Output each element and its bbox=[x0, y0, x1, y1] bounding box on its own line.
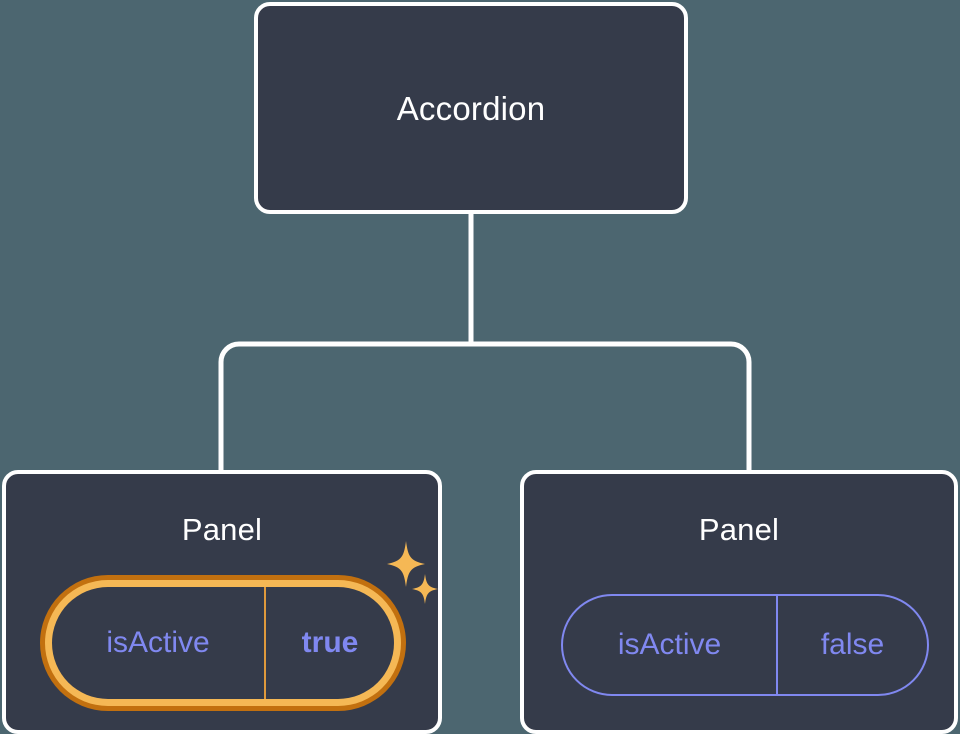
prop-pill-isactive-true[interactable]: isActive true bbox=[40, 575, 406, 711]
node-accordion-title: Accordion bbox=[396, 89, 546, 127]
prop-key-label: isActive bbox=[52, 587, 266, 699]
sparkle-icon-small bbox=[412, 574, 438, 604]
prop-pill-highlight-ring: isActive true bbox=[45, 580, 401, 706]
node-panel-active[interactable]: Panel isActive true bbox=[2, 470, 442, 734]
node-panel-inactive-title: Panel bbox=[698, 512, 780, 547]
sparkle-icon bbox=[387, 541, 425, 587]
node-accordion[interactable]: Accordion bbox=[254, 2, 688, 214]
prop-key-label: isActive bbox=[563, 596, 778, 694]
prop-value-label: true bbox=[301, 626, 359, 659]
prop-pill-isactive-false[interactable]: isActive false bbox=[561, 594, 929, 696]
node-panel-inactive[interactable]: Panel isActive false bbox=[520, 470, 958, 734]
prop-pill-body: isActive true bbox=[52, 587, 394, 699]
prop-value-label: false bbox=[820, 628, 885, 661]
node-panel-active-title: Panel bbox=[181, 512, 263, 547]
connector-branch-bar bbox=[218, 341, 752, 472]
